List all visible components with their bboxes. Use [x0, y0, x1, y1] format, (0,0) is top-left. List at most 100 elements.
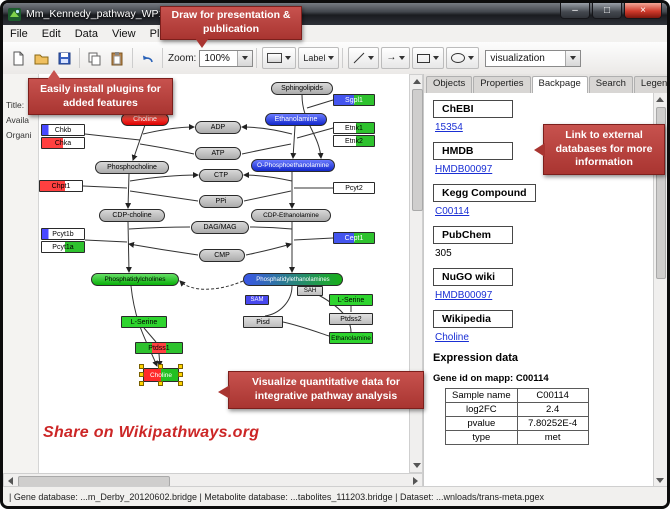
pathway-node-sah[interactable]: SAH — [297, 286, 323, 296]
pathway-node-dag-mag[interactable]: DAG/MAG — [191, 221, 249, 234]
paste-button[interactable] — [106, 47, 129, 70]
callout-pointer-icon — [47, 70, 61, 80]
panel-vscroll-thumb[interactable] — [656, 107, 666, 279]
titlebar[interactable]: Mm_Kennedy_pathway_WP1771_45176.gp... – … — [3, 3, 667, 25]
callout-install-plugins: Easily install plugins for added feature… — [28, 70, 173, 115]
pathway-node-o-phosphoethanolamine[interactable]: O-Phosphoethanolamine — [251, 159, 335, 172]
property-label-title: Title: — [6, 100, 25, 110]
menu-file[interactable]: File — [10, 27, 28, 40]
pathway-node-sphingolipids[interactable]: Sphingolipids — [271, 82, 333, 95]
scroll-up-icon[interactable] — [413, 79, 421, 84]
pathway-node-cdp-choline[interactable]: CDP-choline — [99, 209, 165, 222]
zoom-combobox[interactable]: 100% — [199, 49, 254, 67]
pathway-node-ptdss2[interactable]: Ptdss2 — [329, 313, 373, 325]
copy-button[interactable] — [83, 47, 106, 70]
pathway-node-chkb[interactable]: Chkb — [41, 124, 85, 136]
pathway-node-cmp[interactable]: CMP — [199, 249, 245, 262]
scroll-down-icon[interactable] — [413, 463, 421, 468]
menu-edit[interactable]: Edit — [41, 27, 61, 40]
pathway-node-sam[interactable]: SAM — [245, 295, 269, 305]
tab-search[interactable]: Search — [588, 76, 633, 93]
pathway-node-phosphatidylethanolamines[interactable]: Phosphatidylethanolamines — [243, 273, 343, 286]
menu-data[interactable]: Data — [74, 27, 98, 40]
pathway-node-ptdss1[interactable]: Ptdss1 — [135, 342, 183, 354]
selection-handle[interactable] — [139, 381, 144, 386]
pathway-node-ctp[interactable]: CTP — [199, 169, 243, 182]
new-file-button[interactable] — [7, 47, 30, 70]
visualization-combobox[interactable]: visualization — [485, 49, 582, 67]
undo-button[interactable] — [136, 47, 159, 70]
app-icon — [8, 7, 21, 21]
visualization-dropdown-button[interactable] — [565, 50, 581, 66]
rectangle-tool-button[interactable] — [412, 47, 445, 69]
label-tool-button[interactable]: Label — [298, 47, 340, 69]
pathway-node-ethanolamine-right[interactable]: Ethanolamine — [329, 332, 373, 344]
pathway-node-l-serine-right[interactable]: L-Serine — [329, 294, 373, 306]
expression-table-cell: pvalue — [445, 416, 518, 431]
canvas-vertical-scrollbar[interactable] — [409, 74, 423, 473]
arrow-tool-button[interactable]: → — [381, 47, 411, 69]
canvas-horizontal-scrollbar[interactable] — [3, 473, 423, 487]
menu-view[interactable]: View — [111, 27, 136, 40]
backpage-link-15354[interactable]: 15354 — [435, 122, 463, 133]
toolbar-separator — [79, 48, 80, 68]
open-file-button[interactable] — [30, 47, 53, 70]
pathway-node-pcyt2[interactable]: Pcyt2 — [333, 182, 375, 194]
line-tool-button[interactable] — [348, 47, 380, 69]
scroll-down-icon[interactable] — [656, 478, 664, 483]
panel-vertical-scrollbar[interactable] — [653, 93, 667, 487]
pathway-node-chka[interactable]: Chka — [41, 137, 85, 149]
pathway-node-phosphocholine[interactable]: Phosphocholine — [95, 161, 169, 174]
pathway-node-cdp-ethanolamine[interactable]: CDP-Ethanolamine — [251, 209, 331, 222]
pathway-node-pcyt1b[interactable]: Pcyt1b — [41, 228, 85, 240]
backpage-header-chebi: ChEBI — [433, 100, 513, 118]
close-button[interactable]: × — [624, 3, 662, 19]
zoom-dropdown-button[interactable] — [237, 50, 253, 66]
tab-properties[interactable]: Properties — [473, 76, 531, 93]
pathway-node-chpt1[interactable]: Chpt1 — [39, 180, 83, 192]
pathway-node-sgpl1[interactable]: Sgpl1 — [333, 94, 375, 106]
canvas-vscroll-thumb[interactable] — [412, 89, 423, 211]
selection-handle[interactable] — [158, 381, 163, 386]
save-button[interactable] — [53, 47, 76, 70]
pathway-node-l-serine-left[interactable]: L-Serine — [121, 316, 167, 328]
datanode-tool-button[interactable] — [262, 47, 297, 69]
selection-handle[interactable] — [139, 372, 144, 377]
scroll-up-icon[interactable] — [656, 97, 664, 102]
oval-tool-button[interactable] — [446, 47, 480, 69]
pathway-node-ppi[interactable]: PPi — [199, 195, 243, 208]
selection-handle[interactable] — [139, 364, 144, 369]
backpage-link-hmdb00097[interactable]: HMDB00097 — [435, 290, 493, 301]
selection-handle[interactable] — [178, 372, 183, 377]
pathway-node-pisd[interactable]: Pisd — [243, 316, 283, 328]
maximize-button[interactable]: □ — [592, 3, 622, 19]
selection-handle[interactable] — [178, 381, 183, 386]
minimize-button[interactable]: – — [560, 3, 590, 19]
tab-backpage[interactable]: Backpage — [531, 76, 588, 93]
backpage-link-choline[interactable]: Choline — [435, 332, 469, 343]
pathway-node-cept1[interactable]: Cept1 — [333, 232, 375, 244]
pathway-node-phosphatidylcholines[interactable]: Phosphatidylcholines — [91, 273, 179, 286]
tab-objects[interactable]: Objects — [426, 76, 473, 93]
scroll-left-icon[interactable] — [8, 477, 13, 485]
pathway-node-ethanolamine-top[interactable]: Ethanolamine — [265, 113, 327, 126]
pathway-node-etnk1[interactable]: Etnk1 — [333, 122, 375, 134]
backpage-header-kegg-compound: Kegg Compound — [433, 184, 536, 202]
pathway-node-choline-selected[interactable]: Choline — [143, 368, 179, 382]
pathway-node-atp[interactable]: ATP — [195, 147, 241, 160]
pathway-node-adp[interactable]: ADP — [195, 121, 241, 134]
backpage-link-hmdb00097[interactable]: HMDB00097 — [435, 164, 493, 175]
pathway-node-etnk2[interactable]: Etnk2 — [333, 135, 375, 147]
backpage-link-c00114[interactable]: C00114 — [435, 206, 470, 217]
scroll-right-icon[interactable] — [413, 477, 418, 485]
zoom-label: Zoom: — [168, 52, 197, 64]
selection-handle[interactable] — [178, 364, 183, 369]
save-icon — [58, 52, 71, 64]
tab-legend[interactable]: Legend — [633, 76, 667, 93]
pathway-node-pcyt1a[interactable]: Pcyt1a — [41, 241, 85, 253]
selection-handle[interactable] — [158, 364, 163, 369]
